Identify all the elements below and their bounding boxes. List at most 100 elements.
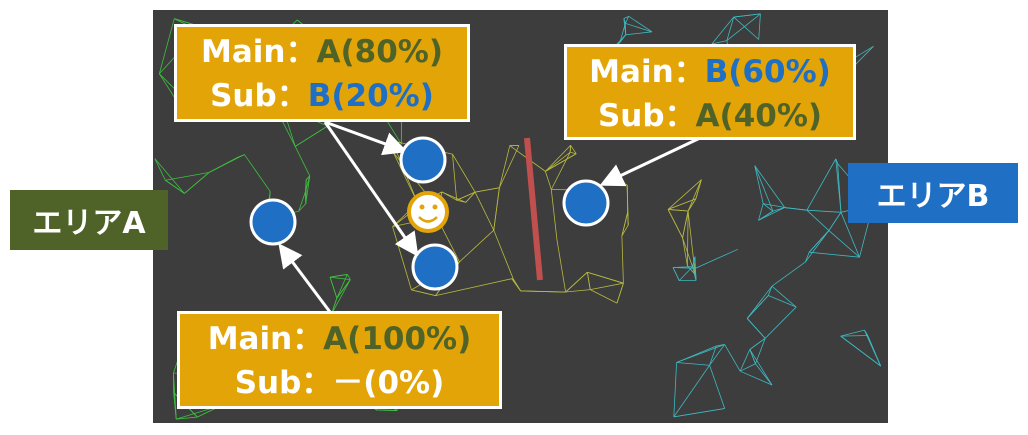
mesh-edge [828, 230, 860, 258]
sub-label: Sub： [597, 98, 696, 134]
mesh-edge [667, 179, 702, 210]
mesh-edge [545, 151, 571, 172]
mesh-edge [545, 145, 571, 172]
mesh-edge [565, 271, 588, 293]
mesh-edge [733, 13, 761, 18]
mesh-edge [808, 230, 830, 253]
mesh-edge [764, 306, 797, 339]
mesh-edge [676, 344, 725, 363]
mesh-edge [711, 16, 735, 45]
area-b-label: エリアB [848, 163, 1018, 223]
mesh-edge [154, 158, 166, 181]
mesh-edge [329, 274, 348, 278]
mesh-edge [590, 282, 624, 291]
mesh-edge [840, 329, 865, 337]
mesh-edge [806, 209, 830, 231]
mesh-edge [804, 252, 810, 263]
mesh-edge [570, 145, 577, 154]
mesh-edge [619, 34, 627, 43]
sub-label: Sub： [234, 365, 333, 401]
mesh-edge [305, 179, 307, 204]
area-boundary-line [524, 137, 543, 281]
mesh-edge [739, 349, 751, 372]
position-marker [411, 243, 459, 291]
mesh-edge [809, 251, 860, 258]
mesh-edge [329, 276, 351, 281]
sub-value: A(40%) [695, 98, 823, 134]
mesh-edge [746, 318, 766, 339]
sub-value: －(0%) [332, 365, 445, 401]
mesh-edge [498, 145, 511, 188]
mesh-edge [754, 165, 764, 204]
mesh-edge [545, 153, 577, 172]
smiley-face-icon [407, 191, 449, 233]
mesh-edge [676, 362, 710, 366]
mesh-edge [587, 271, 624, 284]
mesh-edge [545, 171, 552, 190]
mesh-edge [806, 209, 842, 213]
mesh-edge [771, 285, 797, 308]
mesh-edge [739, 363, 756, 372]
mesh-edge [740, 370, 773, 386]
mesh-edge [298, 192, 306, 212]
mesh-edge [459, 229, 495, 263]
mesh-edge [511, 278, 521, 292]
mesh-edge [556, 239, 566, 293]
mesh-edge [749, 349, 756, 364]
mesh-edge [244, 154, 271, 192]
mesh-edge [623, 15, 629, 19]
mesh-edge [493, 187, 500, 231]
arrow [323, 121, 419, 257]
mesh-edge [687, 179, 702, 212]
mesh-edge [733, 16, 759, 40]
mesh-edge [176, 416, 198, 420]
mesh-edge [678, 266, 693, 281]
arrow [278, 243, 332, 313]
mesh-edge [158, 18, 175, 74]
area-a-label: エリアA [10, 190, 168, 250]
mesh-edge [840, 212, 860, 258]
mesh-edge [726, 13, 761, 41]
mesh-edge [625, 16, 630, 24]
mesh-edge [295, 125, 328, 147]
mesh-edge [625, 22, 653, 33]
mesh-edge [864, 330, 882, 367]
mesh-edge [763, 203, 785, 208]
mesh-edge [724, 344, 741, 372]
mesh-edge [586, 272, 591, 290]
mesh-edge [520, 290, 566, 293]
mesh-edge [590, 289, 618, 304]
mesh-edge [755, 363, 773, 386]
mesh-edge [627, 212, 629, 225]
mesh-edge [840, 335, 868, 337]
mesh-edge [746, 295, 769, 319]
mesh-edge [435, 278, 512, 297]
mesh-edge [411, 289, 436, 297]
mesh-edge [621, 224, 629, 237]
mesh-edge [346, 274, 351, 280]
mesh-edge [294, 146, 311, 177]
mesh-edge [837, 163, 842, 213]
sub-label: Sub： [210, 78, 308, 114]
mesh-edge [565, 289, 591, 293]
mesh-edge [616, 283, 624, 304]
mesh-edge [687, 210, 689, 266]
position-marker [249, 198, 297, 246]
mesh-edge [749, 349, 773, 386]
callout-upper-left: Main：A(80%) Sub：B(20%) [174, 24, 470, 122]
mesh-edge [623, 18, 627, 35]
mesh-edge [208, 157, 238, 173]
mesh-edge [709, 344, 725, 366]
main-label: Main： [201, 34, 317, 70]
arrow [599, 136, 701, 187]
mesh-edge [726, 16, 735, 41]
mesh-edge [465, 191, 476, 203]
mesh-edge [771, 261, 806, 287]
mesh-edge [329, 277, 338, 299]
mesh-edge [784, 207, 807, 211]
mesh-edge [236, 154, 245, 159]
mesh-edge [550, 189, 558, 240]
mesh-edge [749, 338, 766, 350]
mesh-edge [758, 203, 764, 221]
